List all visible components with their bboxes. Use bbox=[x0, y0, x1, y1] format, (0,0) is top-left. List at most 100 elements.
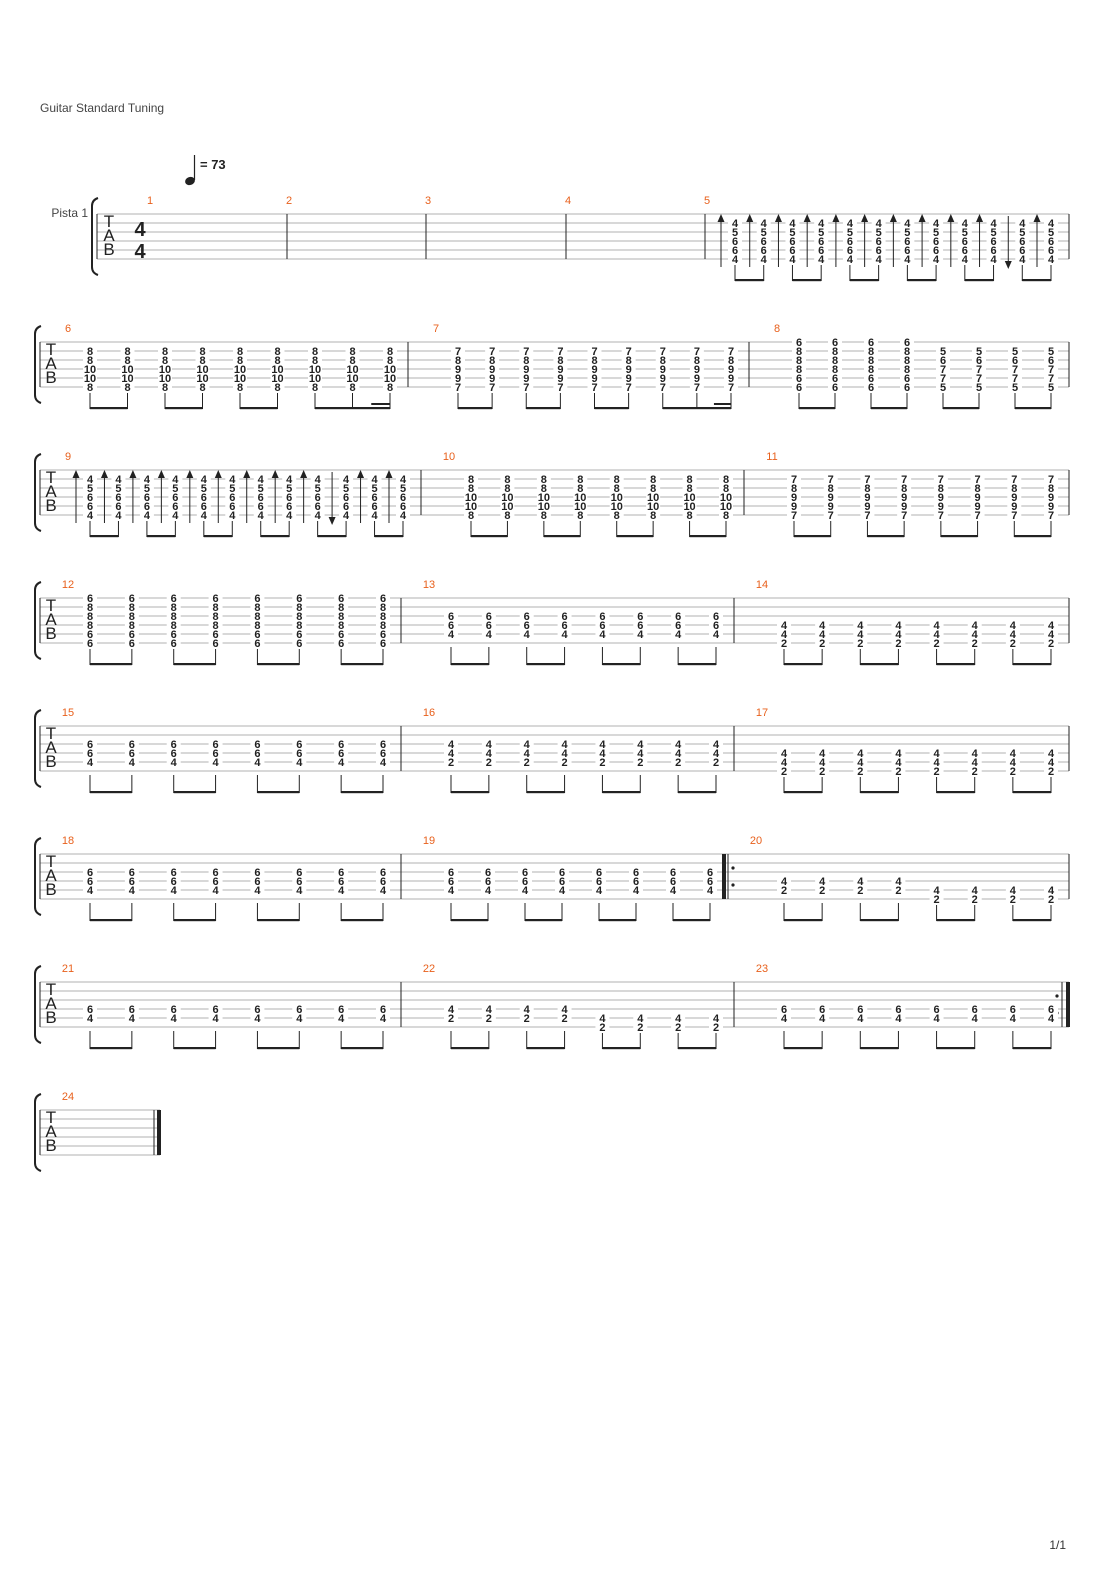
fret-background bbox=[633, 748, 648, 758]
fret-background bbox=[83, 492, 97, 502]
fret-number: 4 bbox=[637, 748, 644, 760]
eighth-beam bbox=[860, 791, 899, 794]
fret-background bbox=[270, 373, 285, 383]
measure-number: 6 bbox=[65, 323, 71, 335]
fret-background bbox=[646, 501, 661, 511]
fret-number: 4 bbox=[1010, 757, 1017, 769]
fret-number: 4 bbox=[1048, 254, 1055, 266]
fret-background bbox=[815, 748, 830, 758]
fret-number: 8 bbox=[660, 355, 666, 367]
fret-number: 4 bbox=[789, 254, 796, 266]
fret-number: 8 bbox=[124, 346, 130, 358]
fret-background bbox=[166, 629, 181, 639]
fret-number: 4 bbox=[201, 474, 208, 486]
measure-number: 10 bbox=[443, 451, 455, 463]
fret-number: 6 bbox=[596, 876, 602, 888]
fret-background bbox=[500, 492, 515, 502]
fret-number: 8 bbox=[468, 483, 474, 495]
fret-number: 8 bbox=[504, 510, 510, 522]
fret-background bbox=[972, 355, 986, 365]
fret-number: 4 bbox=[448, 885, 455, 897]
system-bracket bbox=[91, 197, 99, 276]
fret-background bbox=[1007, 492, 1022, 502]
fret-background bbox=[481, 611, 496, 621]
fret-background bbox=[891, 629, 906, 639]
fret-number: 4 bbox=[599, 629, 606, 641]
fret-background bbox=[671, 1022, 686, 1032]
fret-number: 6 bbox=[962, 245, 968, 257]
fret-number: 8 bbox=[650, 483, 656, 495]
fret-number: 6 bbox=[524, 611, 530, 623]
fret-background bbox=[871, 218, 886, 228]
fret-number: 5 bbox=[761, 227, 767, 239]
fret-number: 6 bbox=[732, 245, 738, 257]
fret-background bbox=[464, 474, 478, 484]
fret-background bbox=[1007, 474, 1022, 484]
fret-number: 4 bbox=[1010, 1013, 1017, 1025]
tab-clef-letter: A bbox=[45, 866, 57, 885]
fret-background bbox=[396, 483, 410, 493]
fret-number: 6 bbox=[847, 245, 853, 257]
fret-background bbox=[139, 501, 154, 511]
fret-number: 6 bbox=[670, 867, 676, 879]
fret-number: 9 bbox=[1048, 492, 1054, 504]
fret-background bbox=[1044, 254, 1058, 264]
fret-background bbox=[853, 1013, 868, 1023]
fret-number: 8 bbox=[124, 355, 130, 367]
fret-number: 7 bbox=[828, 474, 834, 486]
eighth-beam bbox=[451, 1047, 489, 1050]
fret-number: 5 bbox=[400, 483, 406, 495]
fret-number: 6 bbox=[596, 867, 602, 879]
fret-number: 8 bbox=[791, 483, 797, 495]
fret-background bbox=[814, 254, 829, 264]
fret-number: 2 bbox=[1048, 766, 1054, 778]
fret-number: 4 bbox=[562, 1004, 569, 1016]
eighth-beam bbox=[260, 535, 290, 538]
fret-background bbox=[1044, 483, 1058, 493]
fret-background bbox=[629, 867, 643, 877]
fret-background bbox=[573, 510, 588, 520]
fret-background bbox=[233, 346, 247, 356]
fret-background bbox=[929, 885, 944, 895]
fret-number: 7 bbox=[660, 346, 666, 358]
fret-background bbox=[233, 364, 247, 374]
upstroke-arrow-icon bbox=[774, 214, 782, 222]
tab-clef-letter: A bbox=[45, 354, 57, 373]
fret-background bbox=[464, 501, 478, 511]
fret-background bbox=[83, 885, 97, 895]
fret-background bbox=[158, 355, 172, 365]
fret-background bbox=[703, 876, 717, 886]
fret-number: 4 bbox=[819, 620, 826, 632]
fret-number: 6 bbox=[990, 245, 996, 257]
track-name: Pista 1 bbox=[51, 206, 88, 220]
fret-background bbox=[139, 483, 154, 493]
fret-background bbox=[367, 492, 382, 502]
fret-number: 4 bbox=[254, 757, 261, 769]
fret-number: 8 bbox=[312, 382, 318, 394]
fret-background bbox=[208, 620, 223, 630]
fret-number: 8 bbox=[380, 611, 386, 623]
fret-background bbox=[376, 629, 390, 639]
fret-number: 6 bbox=[258, 492, 264, 504]
fret-number: 6 bbox=[286, 501, 292, 513]
fret-background bbox=[785, 218, 800, 228]
fret-background bbox=[500, 510, 515, 520]
fret-background bbox=[891, 748, 906, 758]
fret-number: 4 bbox=[448, 629, 455, 641]
fret-number: 4 bbox=[559, 885, 566, 897]
fret-number: 4 bbox=[229, 510, 236, 522]
fret-background bbox=[756, 245, 771, 255]
fret-background bbox=[396, 474, 410, 484]
fret-number: 6 bbox=[633, 867, 639, 879]
fret-background bbox=[621, 355, 636, 365]
fret-background bbox=[111, 474, 126, 484]
fret-background bbox=[777, 620, 791, 630]
eighth-beam bbox=[90, 791, 132, 794]
tab-clef-letter: A bbox=[45, 738, 57, 757]
fret-number: 4 bbox=[781, 748, 788, 760]
fret-number: 4 bbox=[934, 757, 941, 769]
fret-number: 9 bbox=[660, 373, 666, 385]
fret-background bbox=[689, 364, 704, 374]
fret-number: 9 bbox=[626, 373, 632, 385]
fret-number: 4 bbox=[962, 218, 969, 230]
